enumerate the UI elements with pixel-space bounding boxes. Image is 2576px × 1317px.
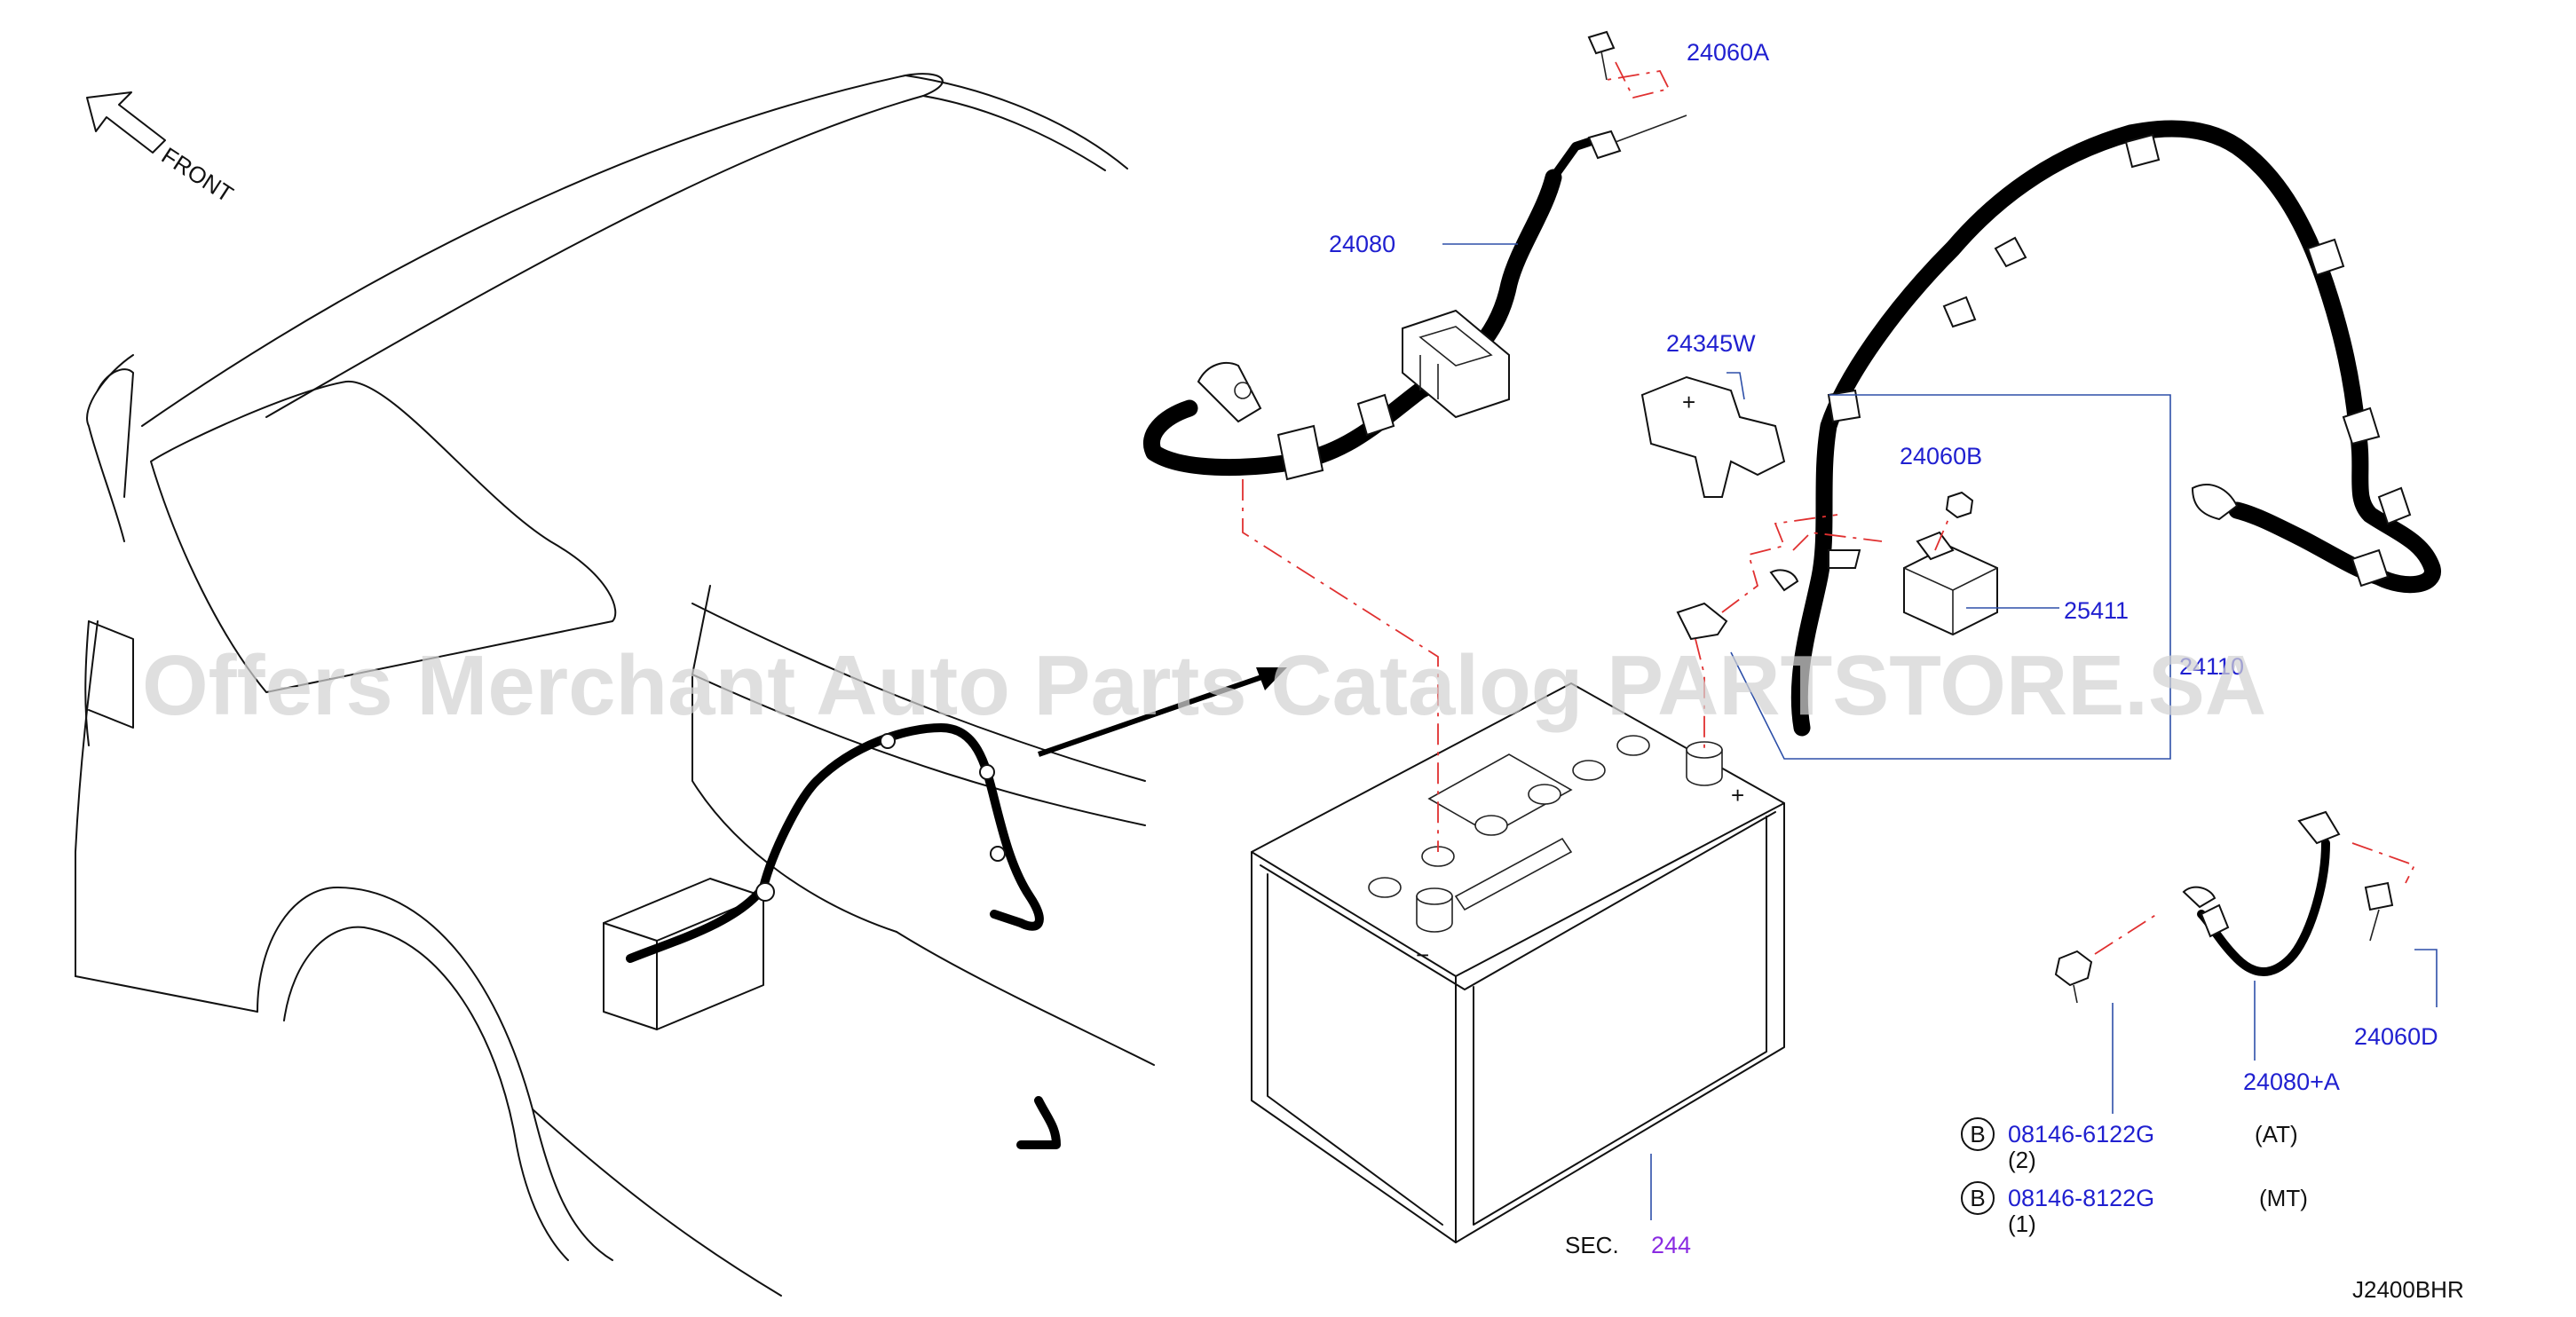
overview-battery	[603, 723, 1061, 1149]
cover-24345w: +	[1640, 375, 1786, 498]
terminal-clamp	[1676, 569, 1799, 641]
bolt-qty-at: (2)	[2008, 1147, 2036, 1173]
front-arrow-icon	[86, 91, 166, 154]
bolt-24060a-icon	[1587, 30, 1616, 81]
front-label: FRONT	[157, 142, 239, 208]
nut-24060b-icon	[1945, 491, 1974, 519]
bolt-qty-mt: (1)	[2008, 1211, 2036, 1237]
bolt-variant-at: (AT)	[2255, 1121, 2298, 1147]
section-prefix: SEC.	[1565, 1232, 1619, 1258]
label-24345w: 24345W	[1666, 330, 1756, 357]
label-24060b: 24060B	[1900, 443, 1982, 469]
cable-24080a	[2182, 810, 2341, 976]
diagram-code: J2400BHR	[2352, 1276, 2464, 1303]
label-25411: 25411	[2064, 597, 2129, 624]
bolt-code-badge	[1961, 1117, 1995, 1151]
watermark: Offers Merchant Auto Parts Catalog PARTS…	[142, 638, 2266, 733]
bolt-code-at: B	[1970, 1121, 1985, 1147]
battery-plus-mark: +	[1731, 782, 1744, 808]
bolt-24060d-icon	[2364, 881, 2394, 942]
label-24060d: 24060D	[2354, 1023, 2438, 1050]
detail-pointer-arrow	[1038, 667, 1287, 757]
main-battery: − +	[1251, 682, 1785, 1243]
vehicle-outline	[75, 73, 1155, 1297]
bolt-code-mt: B	[1970, 1185, 1985, 1211]
fusible-link-25411	[1903, 531, 1998, 636]
harness-assembly	[1790, 120, 2441, 737]
label-harness-assy: 24110	[2179, 653, 2244, 680]
leader-lines	[1442, 243, 2438, 1220]
bolt-b-icon	[2054, 950, 2093, 1004]
bolt-part-at: 08146-6122G	[2008, 1121, 2154, 1147]
bolt-row-at: B 08146-6122G (2) (AT)	[1961, 1117, 2298, 1173]
label-24060a: 24060A	[1687, 39, 1769, 66]
label-24080: 24080	[1329, 231, 1395, 257]
label-24080a: 24080+A	[2243, 1069, 2340, 1095]
svg-text:+: +	[1682, 389, 1695, 415]
bolt-part-mt: 08146-8122G	[2008, 1185, 2154, 1211]
section-number: 244	[1651, 1232, 1691, 1258]
bolt-variant-mt: (MT)	[2259, 1185, 2308, 1211]
cable-24080	[1142, 114, 1687, 481]
assembly-dash-lines	[1242, 61, 2416, 955]
bolt-code-badge	[1961, 1181, 1995, 1215]
bolt-row-mt: B 08146-8122G (1) (MT)	[1961, 1181, 2308, 1237]
battery-minus-mark: −	[1416, 942, 1429, 968]
